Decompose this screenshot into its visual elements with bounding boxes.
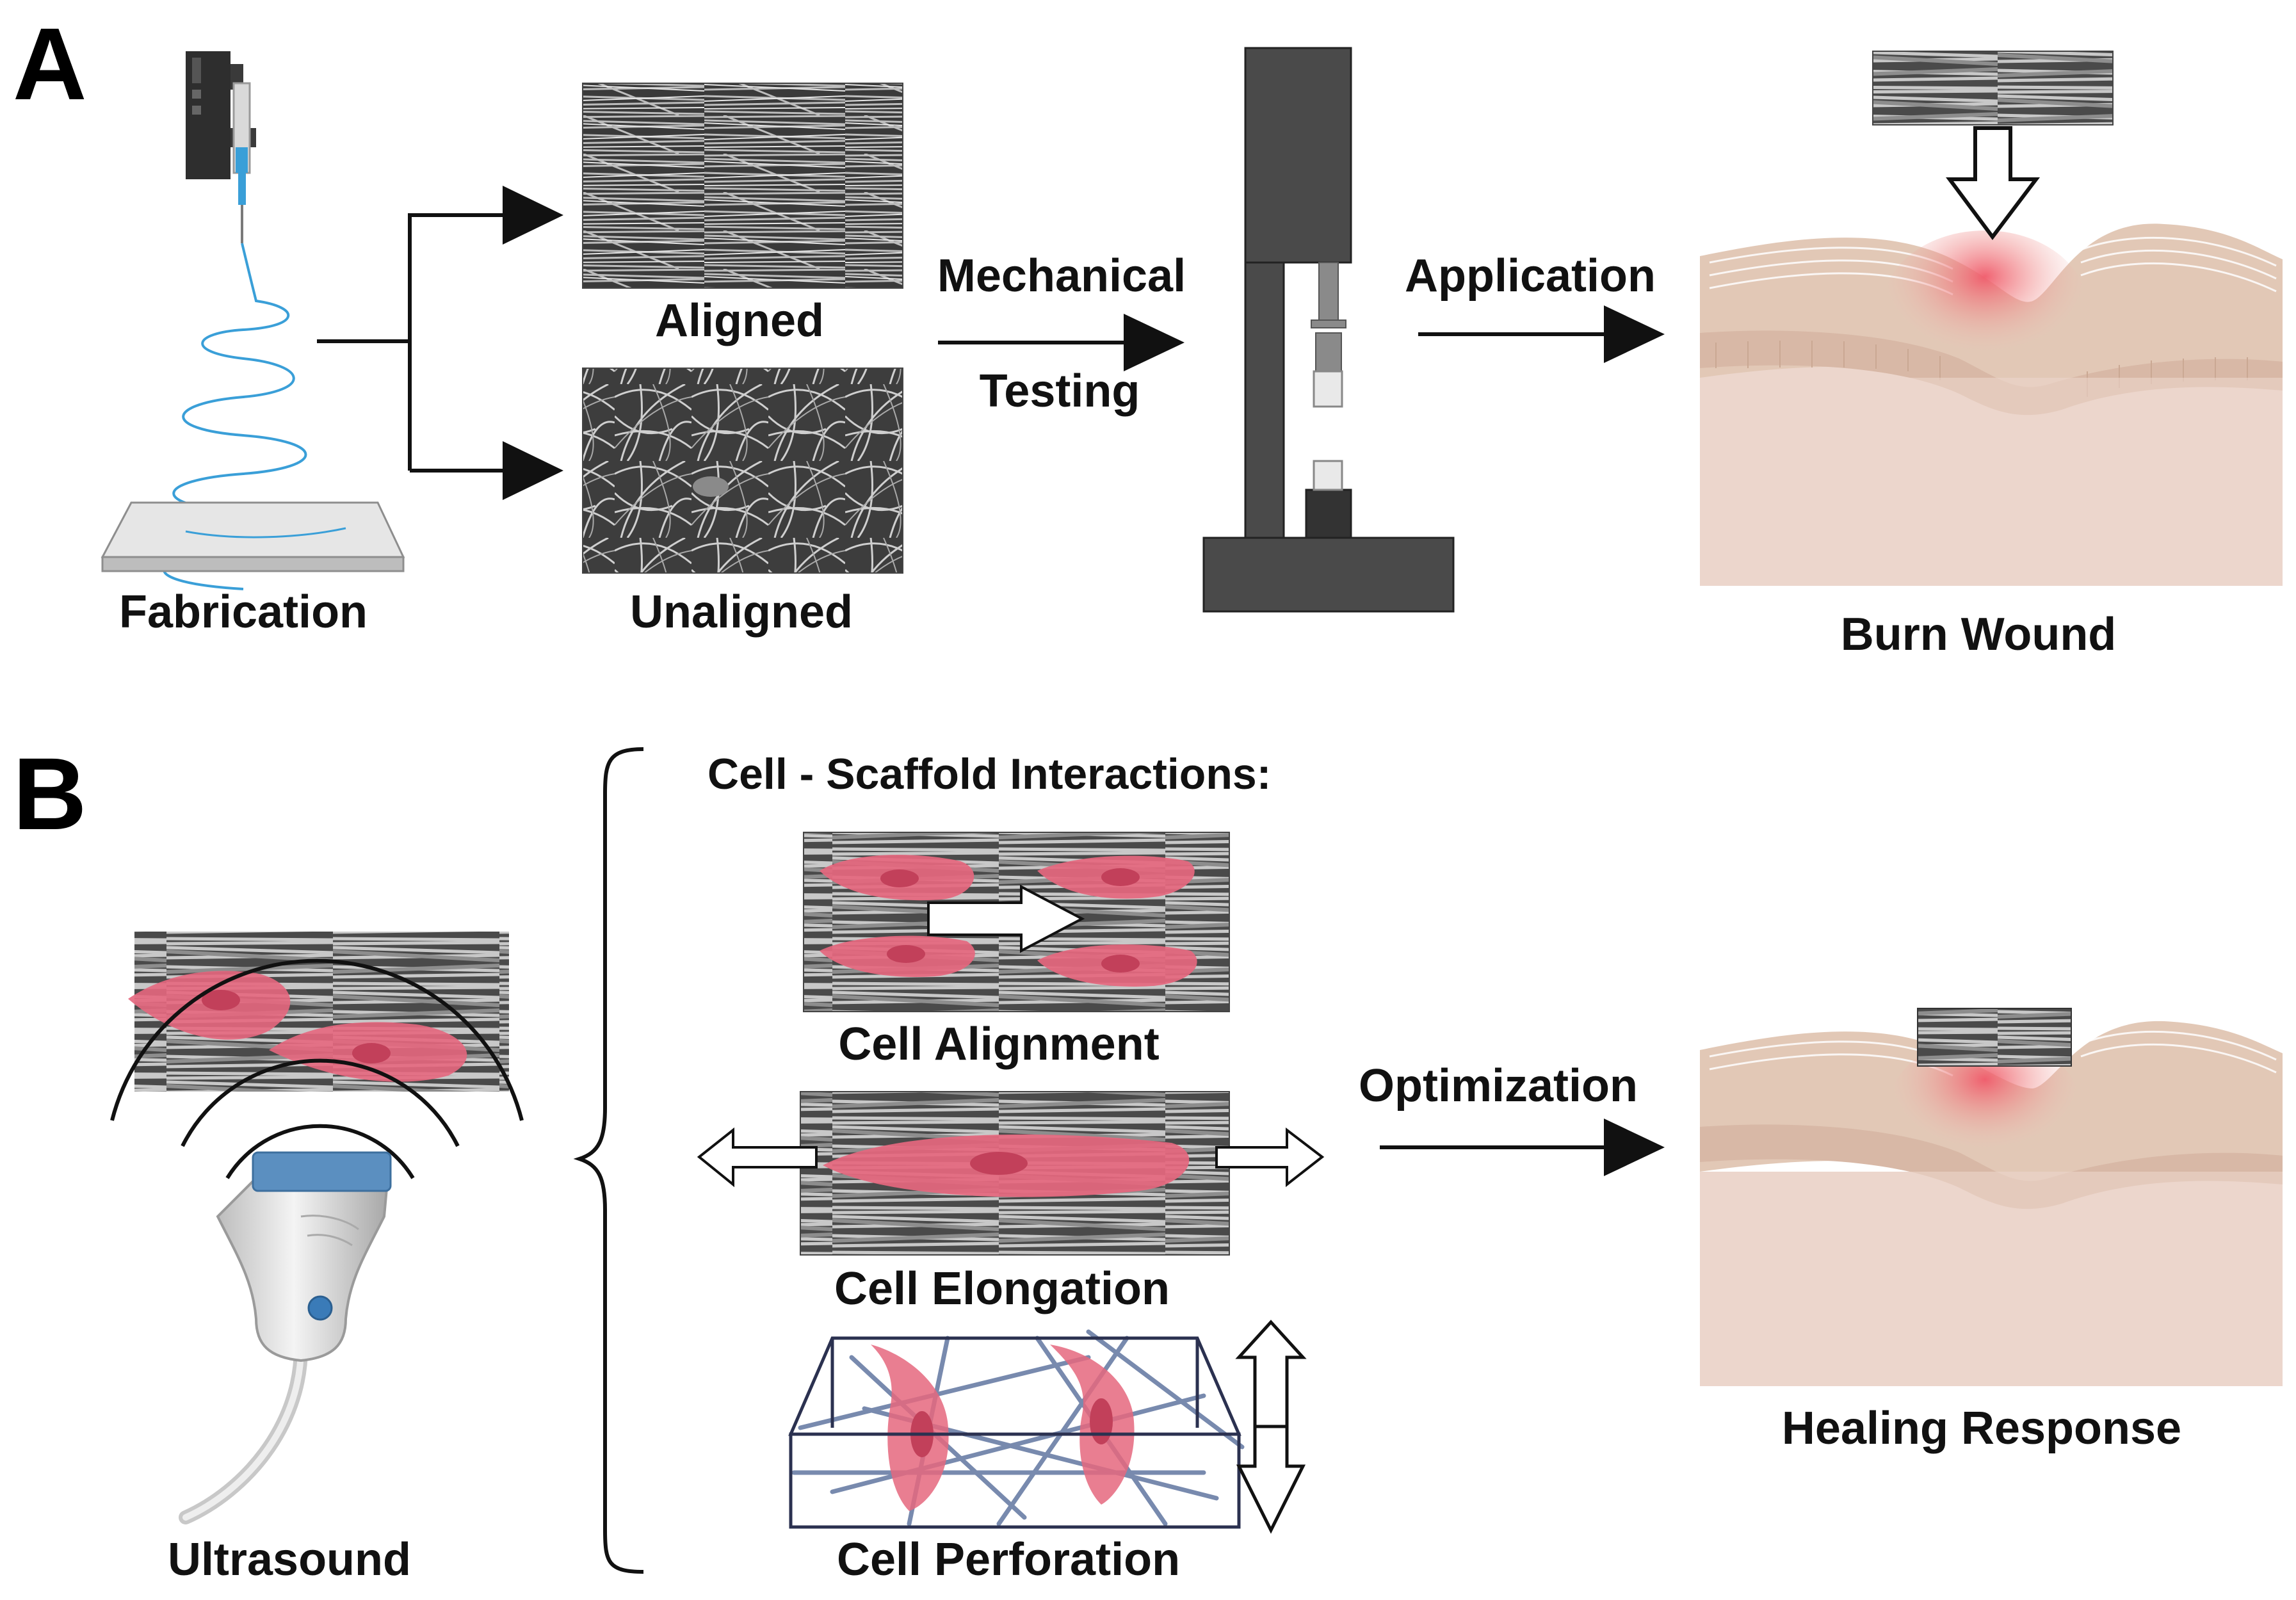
ultrasound-label: Ultrasound — [167, 1534, 412, 1585]
fabrication-branch-arrows — [317, 186, 563, 500]
collector-plate-icon — [101, 501, 405, 572]
optimization-label: Optimization — [1359, 1060, 1638, 1111]
unaligned-scaffold-image — [582, 368, 903, 574]
syringe-pump-icon — [186, 51, 256, 243]
application-label: Application — [1405, 250, 1656, 302]
testing-label: Testing — [979, 366, 1140, 417]
burn-wound-label: Burn Wound — [1840, 609, 2117, 660]
mechanical-testing-arrow — [938, 314, 1184, 371]
burn-wound-skin-icon — [1700, 223, 2283, 586]
curly-brace-icon — [573, 747, 644, 1574]
panel-b-letter: B — [13, 736, 87, 851]
cell-perforation-label: Cell Perforation — [836, 1534, 1181, 1585]
interactions-title: Cell - Scaffold Interactions: — [707, 750, 1272, 798]
aligned-label: Aligned — [655, 295, 824, 346]
cell-elongation-label: Cell Elongation — [834, 1263, 1170, 1314]
cell-alignment-label: Cell Alignment — [838, 1019, 1160, 1070]
fabrication-label: Fabrication — [118, 586, 368, 638]
aligned-scaffold-image — [582, 83, 903, 289]
cell-perforation-image — [788, 1329, 1245, 1529]
elongation-right-arrow-icon — [1215, 1127, 1325, 1188]
perforation-vertical-arrow-icon — [1235, 1320, 1307, 1534]
optimization-arrow — [1380, 1119, 1665, 1176]
alignment-direction-arrow-icon — [927, 884, 1085, 953]
unaligned-label: Unaligned — [629, 586, 853, 638]
healing-response-label: Healing Response — [1781, 1403, 2182, 1454]
ultrasound-scaffold-image — [128, 932, 509, 1092]
cell-elongation-image — [800, 1091, 1230, 1256]
scaffold-patch-icon — [1872, 51, 2114, 125]
application-arrow — [1418, 305, 1665, 363]
ultrasound-probe-icon — [179, 1151, 392, 1524]
panel-a-letter: A — [13, 6, 87, 121]
ultrasound-waves-icon — [110, 958, 524, 1179]
hollow-down-arrow-icon — [1946, 126, 2041, 241]
elongation-left-arrow-icon — [697, 1127, 818, 1188]
tensile-tester-icon — [1202, 47, 1455, 613]
mechanical-label: Mechanical — [937, 250, 1186, 302]
healing-response-skin-icon — [1700, 1008, 2283, 1386]
